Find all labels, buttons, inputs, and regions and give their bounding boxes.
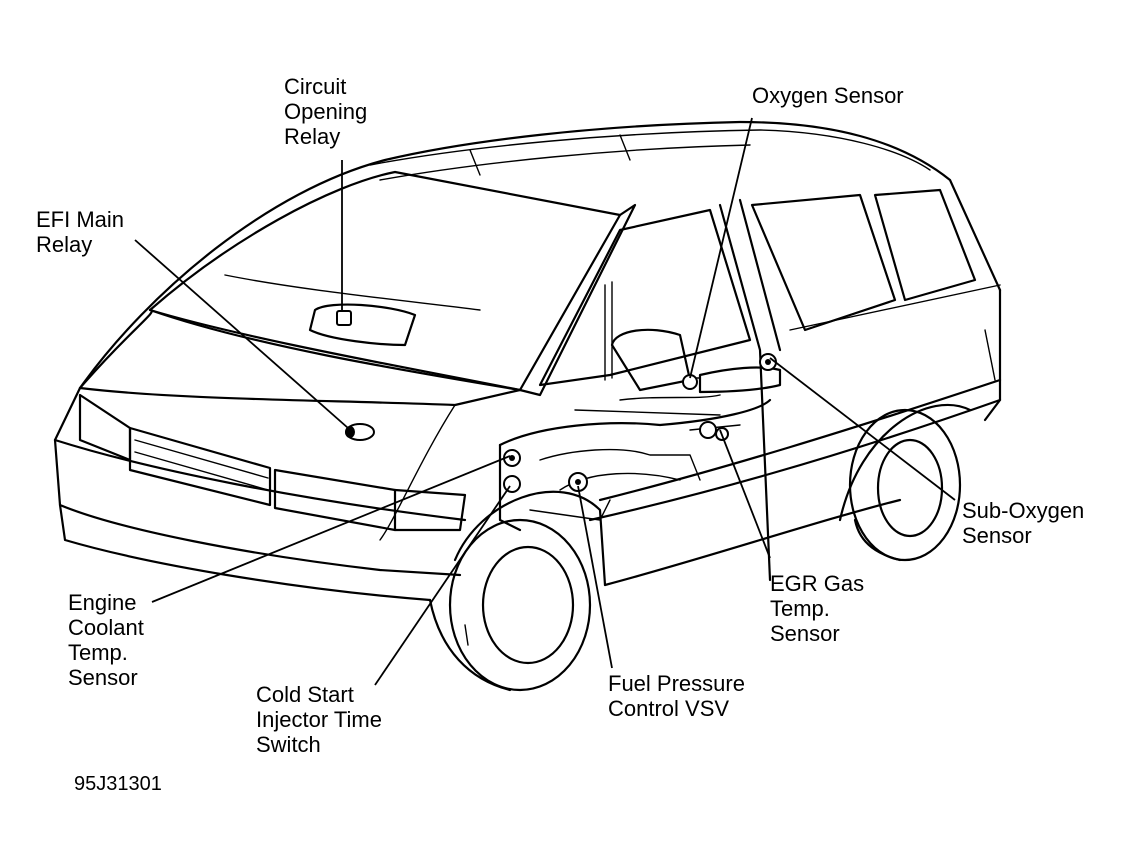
label-engine-coolant-temp-sensor: Engine Coolant Temp. Sensor — [68, 590, 144, 690]
van-body — [53, 120, 1002, 692]
label-oxygen-sensor: Oxygen Sensor — [752, 83, 904, 108]
cold-start-injector-time-switch-part — [503, 475, 521, 493]
label-circuit-opening-relay: Circuit Opening Relay — [284, 74, 368, 149]
component-parts — [336, 310, 777, 493]
figure-code: 95J31301 — [74, 773, 162, 795]
sub-oxygen-sensor-part — [759, 353, 777, 371]
leader-fuel-pressure-control-vsv — [577, 485, 613, 669]
label-efi-main-relay: EFI Main Relay — [36, 207, 125, 257]
leader-efi-main-relay — [134, 239, 349, 429]
engine-coolant-temp-sensor-part — [503, 449, 521, 467]
leader-engine-coolant-temp-sensor — [151, 455, 511, 603]
efi-main-relay-part — [345, 423, 375, 441]
label-cold-start-injector-time-switch: Cold Start Injector Time Switch — [256, 682, 382, 757]
fuel-pressure-control-vsv-part — [568, 472, 588, 492]
label-egr-gas-temp-sensor: EGR Gas Temp. Sensor — [770, 571, 865, 646]
circuit-opening-relay-part — [336, 310, 352, 326]
leader-oxygen-sensor — [689, 117, 753, 379]
label-fuel-pressure-control-vsv: Fuel Pressure Control VSV — [608, 671, 745, 721]
leader-lines — [134, 117, 956, 686]
leader-sub-oxygen-sensor — [769, 357, 956, 501]
label-sub-oxygen-sensor: Sub-Oxygen Sensor — [962, 498, 1085, 548]
leader-cold-start-injector-time-switch — [374, 485, 511, 686]
leader-egr-gas-temp-sensor — [719, 429, 771, 559]
